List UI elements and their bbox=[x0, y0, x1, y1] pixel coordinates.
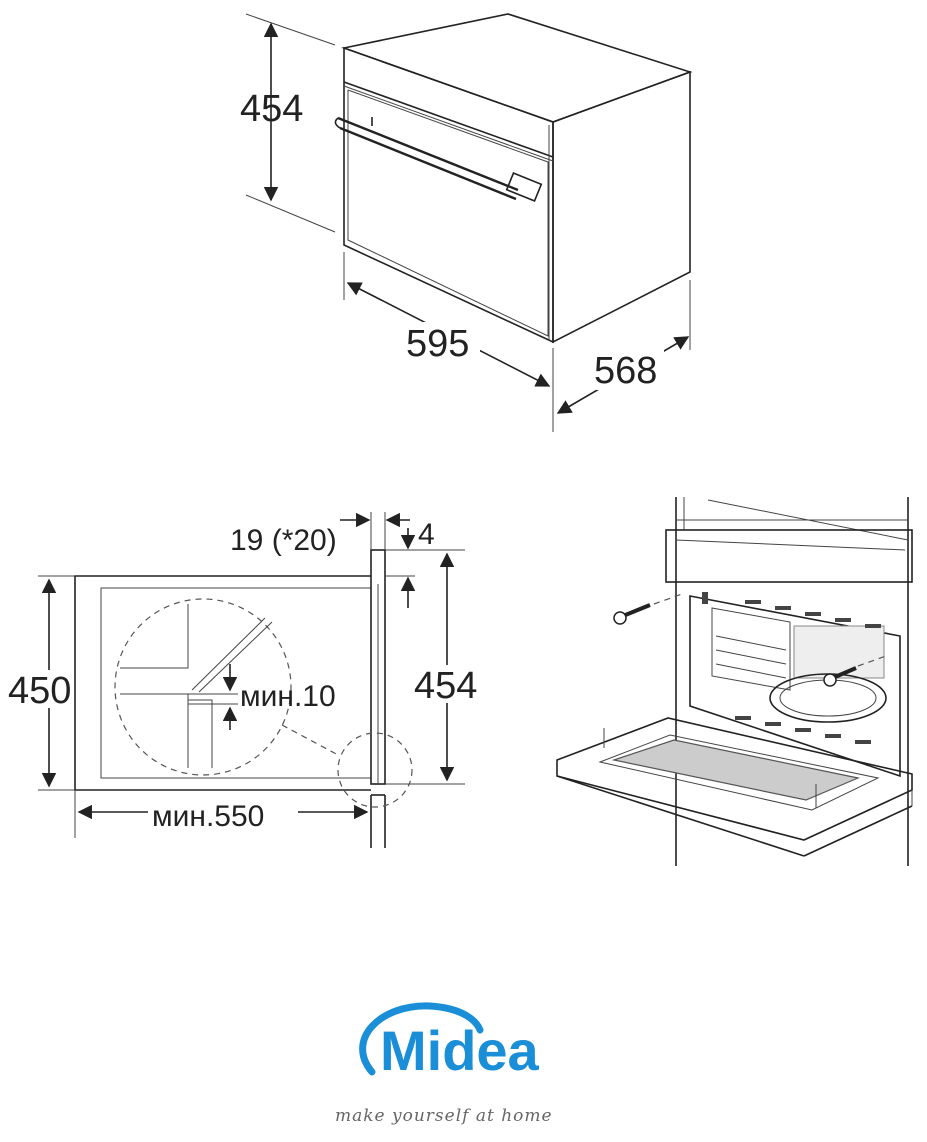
door-handle bbox=[334, 116, 543, 203]
min-gap-label: мин.10 bbox=[240, 680, 336, 713]
gap-label: 4 bbox=[418, 518, 435, 551]
brand-name: Midea bbox=[380, 1019, 540, 1082]
midea-logo: Midea make yourself at home bbox=[335, 1002, 553, 1126]
height-label: 454 bbox=[240, 88, 303, 130]
min-depth-label: мин.550 bbox=[152, 800, 264, 833]
brand-tagline: make yourself at home bbox=[335, 1106, 553, 1126]
appliance-side bbox=[552, 70, 691, 344]
oven-cavity bbox=[689, 595, 901, 778]
panel-thickness-label: 19 (*20) bbox=[230, 524, 337, 557]
niche-height-label: 450 bbox=[8, 670, 71, 712]
screw-icon bbox=[823, 666, 857, 687]
logo-swoosh bbox=[359, 1002, 484, 1076]
width-label: 595 bbox=[406, 323, 469, 365]
cabinet-outline bbox=[74, 575, 371, 791]
side-section-view: мин.10 450 454 мин.550 19 (*20) 4 bbox=[6, 512, 480, 848]
unit-height-label: 454 bbox=[414, 665, 477, 707]
appliance-top bbox=[341, 13, 693, 123]
depth-label: 568 bbox=[594, 350, 657, 392]
installation-illustration bbox=[556, 497, 913, 866]
door-window bbox=[611, 739, 861, 801]
appliance-3d-view: 454 595 568 bbox=[240, 13, 693, 432]
screw-icon bbox=[613, 603, 651, 625]
